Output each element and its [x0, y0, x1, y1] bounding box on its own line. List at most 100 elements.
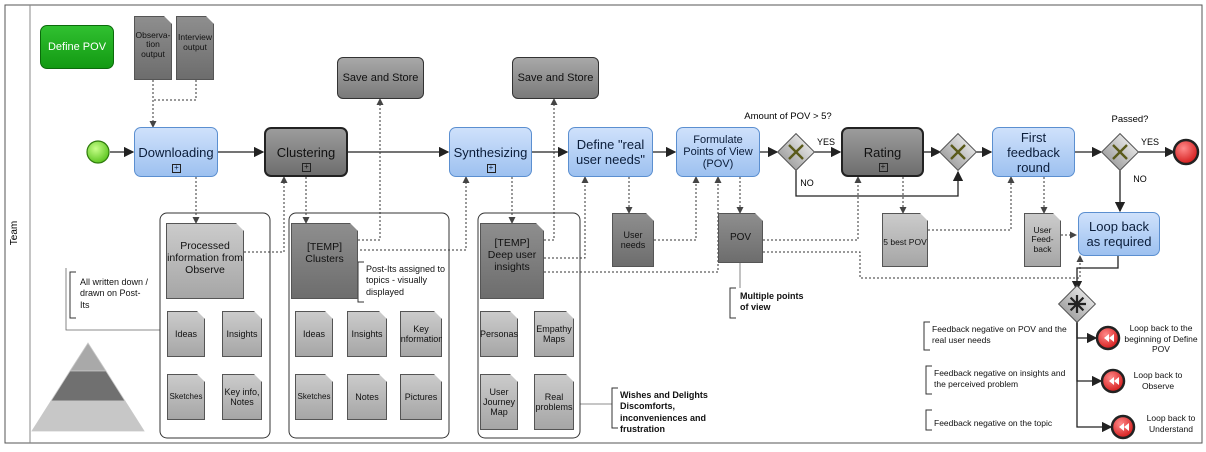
best-pov-doc: 5 best POV: [882, 213, 928, 267]
gateway-complex: [1057, 284, 1097, 324]
task-loop-back[interactable]: Loop back as required: [1078, 212, 1160, 256]
feedback-note-3: Feedback negative on the topic: [934, 418, 1053, 428]
clusters-note: Post-Its assigned to topics - visually d…: [366, 264, 446, 297]
multiple-pov-note: Multiple points of view: [740, 291, 804, 313]
personas-doc: Personas: [480, 311, 518, 357]
pov-doc: POV: [718, 213, 763, 263]
personas-label: Personas: [479, 328, 519, 339]
sketches-label: Sketches: [169, 391, 203, 401]
expand-icon: +: [486, 164, 496, 173]
empathy-maps-label: Empathy Maps: [536, 323, 572, 344]
save-store-2[interactable]: Save and Store: [512, 57, 599, 99]
user-needs-doc: User needs: [612, 213, 654, 267]
task-formulate-pov[interactable]: Formulate Points of View (POV): [676, 127, 760, 177]
user-feedback-label: User Feed-back: [1031, 224, 1054, 254]
deep-insights-doc: [TEMP] Deep user insights: [480, 223, 544, 299]
group-frame-clustering: [288, 212, 450, 439]
task-downloading[interactable]: Downloading +: [134, 127, 218, 177]
gateway-passed-label: Passed?: [1111, 113, 1149, 125]
empathy-maps-doc: Empathy Maps: [534, 311, 574, 357]
gateway-pov-yes-label: YES: [816, 137, 835, 148]
loop-target-1: Loop back to the beginning of Define POV: [1124, 323, 1198, 355]
lane-label: Team: [8, 220, 20, 246]
observation-output-label: Observa-tion output: [135, 29, 171, 59]
associations: [149, 80, 1084, 279]
best-pov-label: 5 best POV: [883, 237, 927, 248]
task-rating[interactable]: Rating +: [841, 127, 924, 177]
ideas-doc-1: Ideas: [167, 311, 205, 357]
user-journey-label: User Journey Map: [482, 386, 516, 418]
expand-icon: +: [878, 163, 888, 172]
data-group-frames: [159, 212, 581, 439]
task-clustering[interactable]: Clustering +: [264, 127, 348, 177]
task-synthesizing[interactable]: Synthesizing +: [449, 127, 532, 177]
expand-icon: +: [172, 164, 181, 173]
gateway-merge: [938, 132, 978, 172]
ideas-label: Ideas: [174, 328, 198, 339]
task-downloading-label: Downloading: [138, 144, 214, 160]
user-feedback-doc: User Feed-back: [1024, 213, 1061, 267]
task-synthesizing-label: Synthesizing: [453, 144, 528, 160]
annotation-brackets: [69, 261, 932, 431]
loop-target-3: Loop back to Understand: [1146, 413, 1196, 434]
sketches-doc-1: Sketches: [167, 374, 205, 420]
sketches-label: Sketches: [297, 391, 331, 401]
define-pov-badge: Define POV: [40, 25, 114, 69]
save-store-1[interactable]: Save and Store: [337, 57, 424, 99]
task-clustering-label: Clustering: [276, 144, 336, 160]
notes-doc: Notes: [347, 374, 387, 420]
loop-back-event-3: [1110, 414, 1136, 440]
gateway-pov-no-label: NO: [800, 178, 814, 189]
real-problems-doc: Real problems: [534, 374, 574, 430]
temp-clusters-doc: [TEMP] Clusters: [291, 223, 358, 299]
insights-label: Insights: [351, 328, 383, 339]
gateway-passed: [1100, 132, 1140, 172]
task-formulate-label: Formulate Points of View (POV): [683, 134, 753, 170]
ideas-doc-2: Ideas: [295, 311, 333, 357]
interview-output-label: Interview output: [177, 32, 212, 52]
temp-clusters-label: [TEMP] Clusters: [305, 241, 344, 265]
pyramid-icon: [31, 342, 145, 432]
gateway-passed-no-label: NO: [1133, 174, 1147, 185]
insights-doc-2: Insights: [347, 311, 387, 357]
gateway-pov-count: [776, 132, 816, 172]
pictures-doc: Pictures: [400, 374, 442, 420]
group-frame-downloading: [159, 212, 271, 439]
loop-target-2: Loop back to Observe: [1133, 370, 1183, 391]
task-loop-back-label: Loop back as required: [1086, 219, 1152, 249]
sequence-flows: [110, 146, 1176, 433]
loop-back-event-1: [1095, 325, 1121, 351]
sketches-doc-2: Sketches: [295, 374, 333, 420]
wishes-note: Wishes and Delights Discomforts, inconve…: [620, 390, 708, 434]
user-journey-map-doc: User Journey Map: [480, 374, 518, 430]
outer-frame: [4, 4, 1203, 444]
interview-output-doc: Interview output: [176, 16, 214, 80]
key-info-notes-doc: Key info, Notes: [222, 374, 262, 420]
key-info-label: Key info, Notes: [224, 386, 260, 407]
task-first-feedback[interactable]: First feedback round: [992, 127, 1075, 177]
task-define-label: Define "real user needs": [576, 137, 645, 167]
user-needs-label: User needs: [620, 229, 646, 250]
real-problems-label: Real problems: [535, 391, 573, 412]
insights-label: Insights: [226, 328, 258, 339]
task-rating-label: Rating: [863, 144, 902, 160]
processed-info-doc: Processed information from Observe: [166, 223, 244, 299]
postits-note: All written down / drawn on Post-Its: [80, 277, 149, 310]
key-information-label: Key information: [398, 323, 444, 344]
gateway-passed-yes-label: YES: [1140, 137, 1159, 148]
task-define-real-user-needs[interactable]: Define "real user needs": [568, 127, 653, 177]
ideas-label: Ideas: [302, 328, 326, 339]
notes-label: Notes: [355, 391, 379, 402]
key-information-doc: Key information: [400, 311, 442, 357]
processed-info-label: Processed information from Observe: [167, 240, 243, 276]
loop-back-event-2: [1100, 368, 1126, 394]
start-event: [86, 140, 110, 164]
feedback-note-2: Feedback negative on insights and the pe…: [934, 368, 1066, 389]
deep-insights-label: [TEMP] Deep user insights: [487, 237, 537, 273]
task-feedback-label: First feedback round: [1007, 129, 1060, 175]
group-frame-synthesizing: [477, 212, 581, 439]
gateway-pov-count-label: Amount of POV > 5?: [744, 110, 832, 122]
insights-doc-1: Insights: [222, 311, 262, 357]
observation-output-doc: Observa-tion output: [134, 16, 172, 80]
